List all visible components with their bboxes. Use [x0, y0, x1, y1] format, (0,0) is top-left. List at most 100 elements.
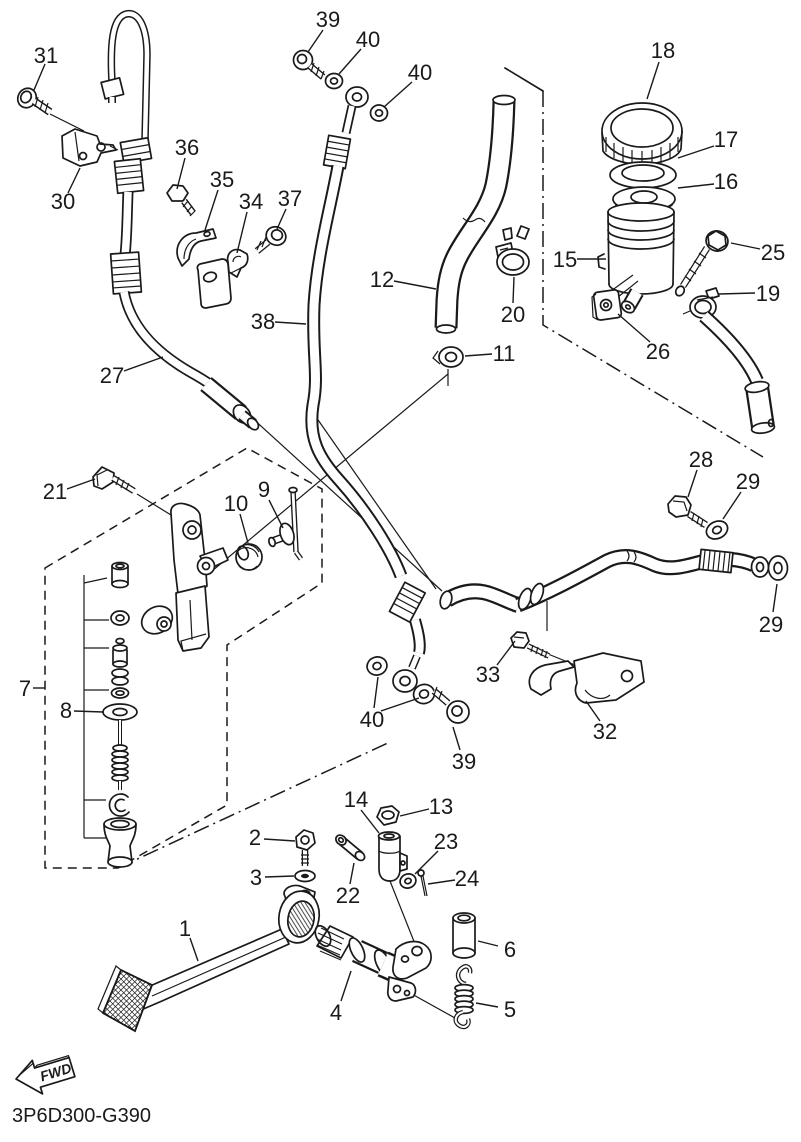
- part-callout-13: 13: [429, 794, 453, 819]
- fwd-direction-arrow: FWD: [15, 1054, 76, 1095]
- reservoir-outlet-hose-drawing: [699, 310, 776, 435]
- leader-line-21: [66, 478, 96, 490]
- part-callout-5: 5: [504, 997, 516, 1022]
- leader-line-31: [33, 63, 46, 91]
- part-callout-18: 18: [651, 38, 675, 63]
- cap-ring-17-drawing: [609, 161, 677, 189]
- clamp-35-drawing: [176, 228, 217, 267]
- nut-26-drawing: [591, 288, 623, 321]
- part-callout-3: 3: [250, 865, 262, 890]
- leader-line-36: [176, 157, 186, 190]
- leader-line-39: [452, 726, 461, 751]
- leader-line-13: [399, 808, 430, 817]
- leader-line-2: [263, 838, 296, 842]
- part-callout-1: 1: [179, 916, 191, 941]
- part-callout-15: 15: [553, 247, 577, 272]
- diagram-code: 3P6D300-G390: [12, 1105, 151, 1127]
- part-callout-16: 16: [714, 169, 738, 194]
- part-callout-20: 20: [501, 302, 525, 327]
- leader-line-11: [464, 353, 493, 357]
- leader-line-26: [617, 313, 651, 343]
- leader-line-37: [276, 208, 287, 230]
- part-callout-31: 31: [34, 43, 58, 68]
- brake-pipe-27-drawing: [100, 10, 260, 431]
- part-callout-17: 17: [714, 127, 738, 152]
- part-callout-26: 26: [646, 339, 670, 364]
- clamp-19-drawing: [682, 287, 720, 319]
- leader-line-6: [477, 940, 499, 947]
- leader-line-18: [646, 61, 660, 100]
- leader-line-29: [772, 583, 778, 613]
- banjo-bolt-39-top-drawing: [292, 49, 326, 80]
- pin-22-drawing: [335, 834, 366, 862]
- pedal-shaft-4-drawing: [314, 924, 432, 1002]
- part-callout-12: 12: [370, 267, 394, 292]
- leader-line-28: [687, 469, 698, 498]
- elbow-joint-drawing: [439, 583, 521, 613]
- leader-line-35: [204, 189, 219, 231]
- part-callout-32: 32: [593, 719, 617, 744]
- part-callout-23: 23: [434, 829, 458, 854]
- leader-line-3: [264, 875, 295, 878]
- hose-clamp-20-drawing: [495, 225, 530, 276]
- part-callout-25: 25: [761, 240, 785, 265]
- washer-23-drawing: [399, 873, 417, 889]
- part-callout-6: 6: [504, 937, 516, 962]
- leader-line-29: [722, 491, 742, 520]
- bolt-36-drawing: [166, 184, 196, 217]
- bolt-21-drawing: [92, 466, 136, 494]
- washer-29-upper-drawing: [705, 520, 729, 540]
- leader-line-25: [730, 242, 761, 250]
- assembly-scope-lines: [44, 67, 764, 869]
- bolt-2-drawing: [295, 829, 316, 866]
- plug-10-drawing: [235, 543, 263, 571]
- part-callout-30: 30: [51, 189, 75, 214]
- leader-line-17: [677, 145, 715, 159]
- reservoir-joint-9-drawing: [267, 486, 304, 561]
- leader-line-40: [373, 676, 379, 709]
- leader-line-9: [268, 499, 284, 529]
- leader-line-40: [380, 697, 420, 712]
- part-callout-29: 29: [759, 612, 783, 637]
- master-cylinder-body-drawing: [140, 502, 229, 652]
- part-callout-7: 7: [19, 676, 31, 701]
- part-callout-40: 40: [360, 707, 384, 732]
- leader-line-8: [73, 710, 104, 713]
- leader-line-16: [677, 183, 715, 189]
- leader-line-30: [67, 167, 81, 194]
- part-callout-34: 34: [239, 189, 263, 214]
- cotter-pin-24-drawing: [417, 869, 428, 897]
- part-callout-39: 39: [316, 7, 340, 32]
- leader-line-12: [393, 280, 437, 290]
- bolt-33-drawing: [510, 631, 551, 659]
- part-callout-33: 33: [476, 662, 500, 687]
- connection-lines: [49, 113, 639, 1019]
- part-callout-37: 37: [278, 186, 302, 211]
- piston-kit-7-drawing: [83, 561, 138, 868]
- washer-3-drawing: [294, 869, 316, 883]
- reservoir-hose-12-drawing: [434, 94, 516, 334]
- washer-29-lower-drawing: [767, 555, 789, 581]
- bracket-30-drawing: [61, 128, 119, 167]
- washers-40-top-drawing: [324, 72, 389, 122]
- part-callout-27: 27: [100, 363, 124, 388]
- part-callout-22: 22: [336, 883, 360, 908]
- leader-line-14: [360, 809, 380, 834]
- part-callout-11: 11: [493, 341, 516, 366]
- part-callout-21: 21: [43, 479, 67, 504]
- banjo-bolt-39-bottom-drawing: [431, 686, 470, 724]
- sleeve-6-drawing: [452, 912, 476, 959]
- leader-line-22: [349, 862, 355, 885]
- leader-line-5: [475, 1002, 499, 1008]
- leader-line-19: [718, 292, 756, 295]
- leader-line-32: [585, 700, 601, 722]
- reservoir-cap-18-drawing: [601, 102, 683, 168]
- bolt-31-drawing: [16, 87, 53, 116]
- part-callout-14: 14: [344, 787, 368, 812]
- leader-line-20: [512, 276, 515, 304]
- part-callout-35: 35: [210, 167, 234, 192]
- leader-line-27: [123, 356, 164, 372]
- part-callout-36: 36: [175, 135, 199, 160]
